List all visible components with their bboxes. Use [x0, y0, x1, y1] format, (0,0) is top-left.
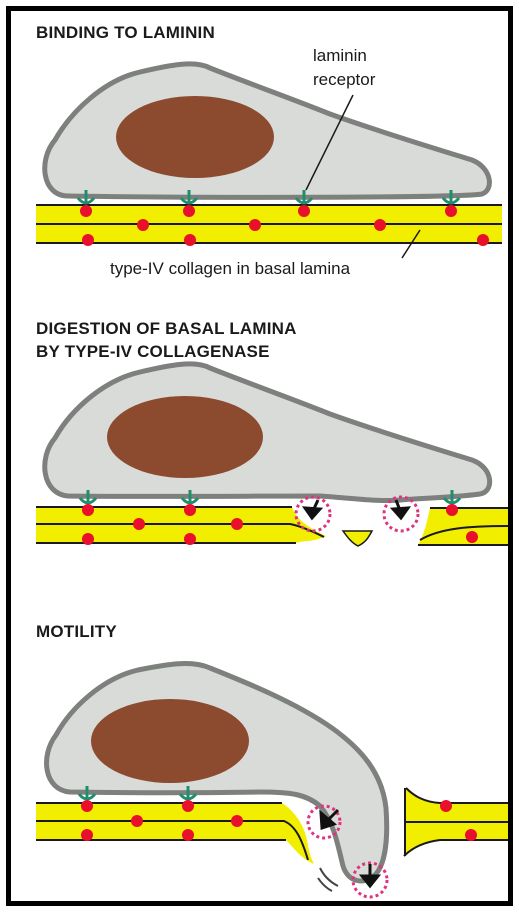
laminin-dot	[182, 800, 194, 812]
laminin-dot	[184, 234, 196, 246]
laminin-dot	[477, 234, 489, 246]
basal-lamina	[36, 507, 508, 546]
lamina-fragment	[343, 531, 372, 546]
panel-heading-digestion-line1: DIGESTION OF BASAL LAMINA	[36, 318, 297, 339]
laminin-dot	[440, 800, 452, 812]
receptor-label-line1: laminin	[313, 46, 367, 66]
panel-binding	[36, 64, 502, 258]
laminin-dot	[183, 205, 195, 217]
laminin-dot	[182, 829, 194, 841]
laminin-dot	[133, 518, 145, 530]
panel-digestion	[36, 364, 508, 546]
laminin-dot	[131, 815, 143, 827]
panel-heading-binding: BINDING TO LAMININ	[36, 22, 215, 43]
laminin-dot	[184, 533, 196, 545]
collagen-label: type-IV collagen in basal lamina	[110, 259, 350, 279]
panel-motility	[36, 664, 508, 897]
laminin-dot	[81, 829, 93, 841]
laminin-dot	[231, 815, 243, 827]
laminin-dot	[231, 518, 243, 530]
laminin-dot	[374, 219, 386, 231]
laminin-dot	[445, 205, 457, 217]
laminin-dot	[80, 205, 92, 217]
panel-heading-digestion-line2: BY TYPE-IV COLLAGENASE	[36, 341, 270, 362]
laminin-dot	[82, 234, 94, 246]
nucleus	[107, 396, 263, 478]
laminin-dot	[298, 205, 310, 217]
basal-lamina	[36, 788, 508, 864]
collagenase-arrow-icon	[305, 500, 320, 518]
laminin-dot	[249, 219, 261, 231]
lamina-band	[36, 803, 314, 864]
laminin-dot	[82, 533, 94, 545]
receptor-label-line2: receptor	[313, 70, 375, 90]
laminin-dot	[466, 531, 478, 543]
nucleus	[116, 96, 274, 178]
laminin-dot	[82, 504, 94, 516]
laminin-dot	[184, 504, 196, 516]
nucleus	[91, 699, 249, 783]
basal-lamina	[36, 205, 502, 243]
panel-heading-motility: MOTILITY	[36, 621, 117, 642]
laminin-dot	[446, 504, 458, 516]
laminin-dot	[465, 829, 477, 841]
laminin-dot	[81, 800, 93, 812]
laminin-dot	[137, 219, 149, 231]
